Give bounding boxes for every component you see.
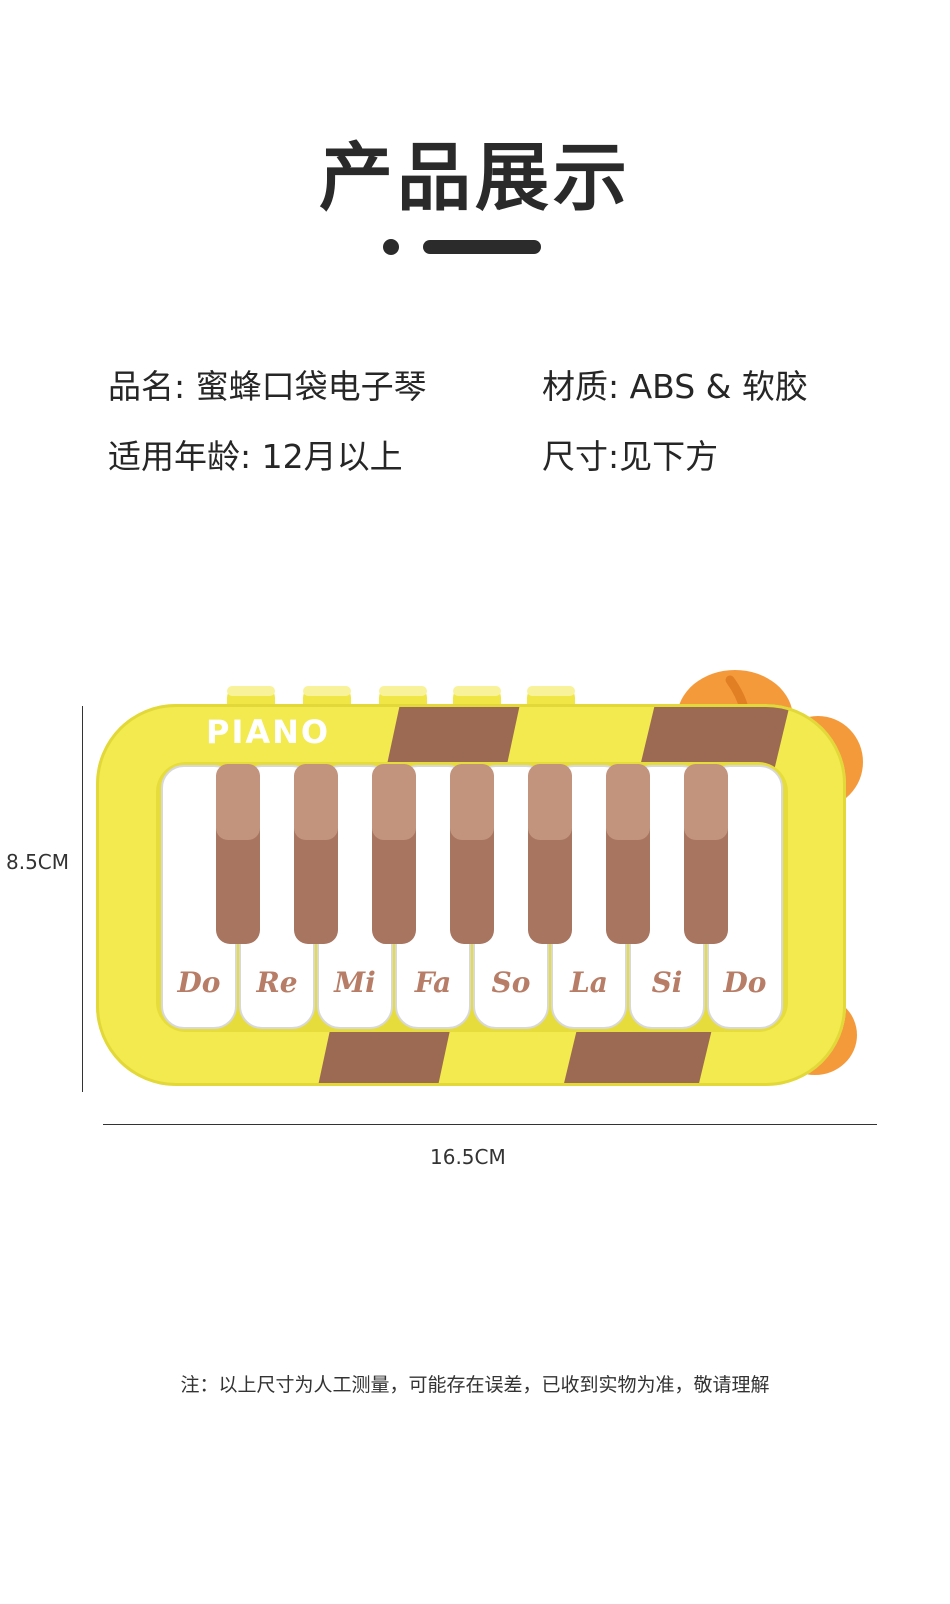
height-dimension-line [82,706,83,1092]
key-label-re: Re [255,966,297,999]
height-dimension-label: 8.5CM [6,850,70,874]
key-label-mi: Mi [333,966,376,999]
key-label-fa: Fa [414,966,452,999]
width-dimension-line [103,1124,877,1125]
title-decoration-dot [383,239,399,255]
key-label-do-high: Do [723,966,767,999]
key-label-do: Do [177,966,221,999]
piano-brand-text: PIANO [206,713,330,751]
key-label-la: La [569,966,608,999]
bee-piano-illustration: PIANO Do Re Mi Fa So La [96,670,863,1086]
key-label-si: Si [652,966,683,999]
spec-age: 适用年龄: 12月以上 [108,437,403,476]
black-keys [216,764,728,944]
spec-size: 尺寸:见下方 [542,437,719,476]
spec-material: 材质: ABS & 软胶 [542,367,808,406]
width-dimension-label: 16.5CM [430,1145,506,1169]
product-image: PIANO Do Re Mi Fa So La [90,640,880,1104]
page-title: 产品展示 [319,135,631,221]
measurement-note: 注：以上尺寸为人工测量，可能存在误差，已收到实物为准，敬请理解 [180,1374,770,1396]
title-decoration-bar [423,240,541,254]
key-label-so: So [492,966,531,999]
spec-product-name: 品名: 蜜蜂口袋电子琴 [108,367,427,406]
